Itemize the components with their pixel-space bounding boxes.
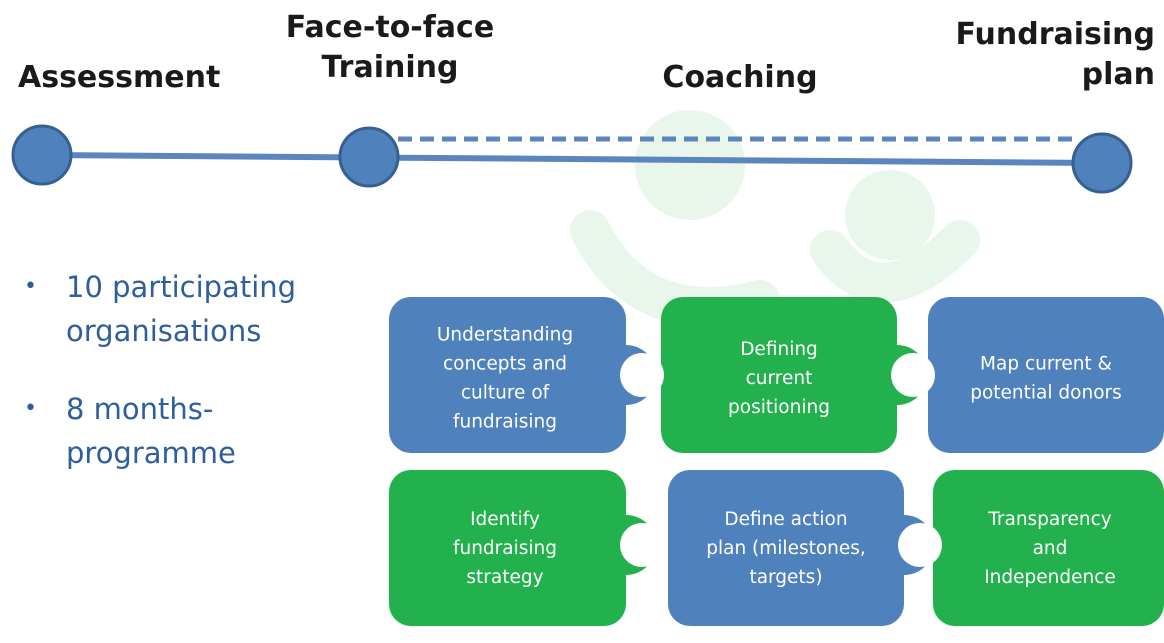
puzzle-notch [898,523,942,567]
puzzle-piece-body [389,470,626,626]
puzzle-piece [668,470,904,626]
bullet-text: 10 participating organisations [66,270,297,348]
puzzle-piece [661,297,897,453]
puzzle-piece-body [928,297,1164,453]
puzzle-piece-label: Define action [724,509,847,530]
stage-label-fundraising-plan: Fundraising plan [955,15,1155,95]
puzzle-piece-label: targets) [749,567,822,588]
puzzle-piece-label: Transparency [987,509,1111,530]
puzzle-piece-body [389,297,626,453]
stage-label-line: Assessment [18,60,221,95]
puzzle-piece-label: culture of [461,383,550,404]
stage-label-line: plan [1081,57,1155,92]
puzzle-notch [620,353,664,397]
puzzle-piece [928,297,1164,453]
bullet-item: • 10 participating organisations [18,265,378,353]
timeline-node-training [338,126,400,188]
bullet-dot-icon: • [24,274,37,299]
puzzle-piece [389,297,626,453]
stage-label-assessment: Assessment [18,58,221,98]
stage-label-line: Coaching [662,60,818,95]
puzzle-piece-body [661,297,897,453]
timeline-line [39,152,1101,166]
puzzle-piece-label: fundraising [453,538,557,559]
puzzle-notch [620,523,664,567]
stage-label-line: Training [321,50,459,85]
timeline-node-fundraising-plan [1071,132,1133,194]
puzzle-piece [389,470,626,626]
stage-label-training: Face-to-face Training [280,8,500,88]
puzzle-piece-label: Understanding [437,325,573,346]
puzzle-piece-label: Identify [470,509,540,530]
bullet-dot-icon: • [24,396,37,421]
puzzle-piece [933,470,1164,626]
stage-label-coaching: Coaching [640,58,840,98]
puzzle-piece-label: Independence [984,567,1116,588]
puzzle-piece-label: concepts and [443,354,567,375]
stage-label-line: Face-to-face [285,10,495,45]
bullet-list: • 10 participating organisations • 8 mon… [18,265,378,509]
stage-label-line: Fundraising [955,17,1155,52]
puzzle-piece-label: and [1033,538,1068,559]
puzzle-piece-label: potential donors [970,383,1122,404]
puzzle-piece-label: current [746,368,813,389]
timeline-node-assessment [11,124,73,186]
bullet-text: 8 months- programme [66,392,236,470]
puzzle-piece-label: plan (milestones, [706,538,866,559]
puzzle-piece-label: strategy [466,567,543,588]
puzzle-piece-body [668,470,904,626]
puzzle-piece-label: fundraising [453,412,557,433]
puzzle-piece-label: Map current & [980,354,1112,375]
puzzle-piece-label: Defining [740,339,818,360]
bullet-item: • 8 months- programme [18,387,378,475]
puzzle-piece-body [933,470,1164,626]
puzzle-notch [891,353,935,397]
puzzle-piece-label: positioning [728,397,830,418]
